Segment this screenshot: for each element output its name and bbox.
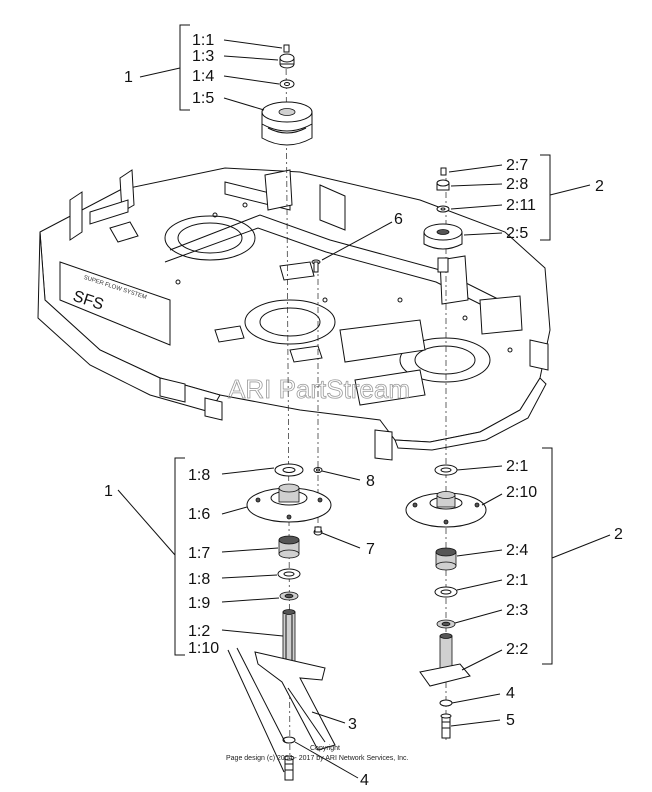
label-part-7: 7	[366, 541, 375, 558]
label-1-1: 1:1	[192, 32, 214, 49]
leader-lines	[117, 24, 611, 779]
mower-deck: SUPER FLOW SYSTEM SFS	[37, 167, 551, 461]
top-left-hardware	[261, 44, 313, 146]
part-6-bolt	[311, 259, 321, 273]
label-1-2: 1:2	[188, 623, 210, 640]
label-assembly-1-bottom: 1	[104, 483, 113, 500]
label-1-10: 1:10	[188, 640, 219, 657]
label-1-8-top: 1:8	[188, 467, 210, 484]
label-part-6: 6	[394, 211, 403, 228]
label-1-7: 1:7	[188, 545, 210, 562]
label-2-11: 2:11	[506, 197, 536, 214]
label-1-9: 1:9	[188, 595, 210, 612]
label-part-4-left: 4	[360, 772, 369, 789]
label-assembly-2-bottom: 2	[614, 526, 623, 543]
label-2-4: 2:4	[506, 542, 528, 559]
label-2-3: 2:3	[506, 602, 528, 619]
label-2-5: 2:5	[506, 225, 528, 242]
label-2-2: 2:2	[506, 641, 528, 658]
label-part-8: 8	[366, 473, 375, 490]
label-2-10: 2:10	[506, 484, 537, 501]
copyright-notice: Page design (c) 2004 - 2017 by ARI Netwo…	[226, 755, 409, 762]
callout-labels: 1 1:1 1:3 1:4 1:5 2 2:7 2:8 2:11 2:5 6 1…	[104, 32, 623, 789]
label-1-3: 1:3	[192, 48, 214, 65]
label-1-6: 1:6	[188, 506, 210, 523]
copyright-label: Copyright	[310, 745, 340, 752]
label-2-1-bottom: 2:1	[506, 572, 528, 589]
label-part-3: 3	[348, 716, 357, 733]
label-1-8-bottom: 1:8	[188, 571, 210, 588]
label-2-8: 2:8	[506, 176, 528, 193]
label-assembly-2-top: 2	[595, 178, 604, 195]
label-assembly-1-top: 1	[124, 69, 133, 86]
bottom-left-spindle	[246, 463, 336, 781]
watermark: ARI PartStream	[228, 374, 410, 404]
label-part-4-right: 4	[506, 685, 515, 702]
top-right-hardware	[423, 167, 463, 273]
label-2-7: 2:7	[506, 157, 528, 174]
label-1-5: 1:5	[192, 90, 214, 107]
label-2-1-top: 2:1	[506, 458, 528, 475]
bottom-right-spindle	[405, 464, 487, 739]
label-part-5: 5	[506, 712, 515, 729]
label-1-4: 1:4	[192, 68, 214, 85]
